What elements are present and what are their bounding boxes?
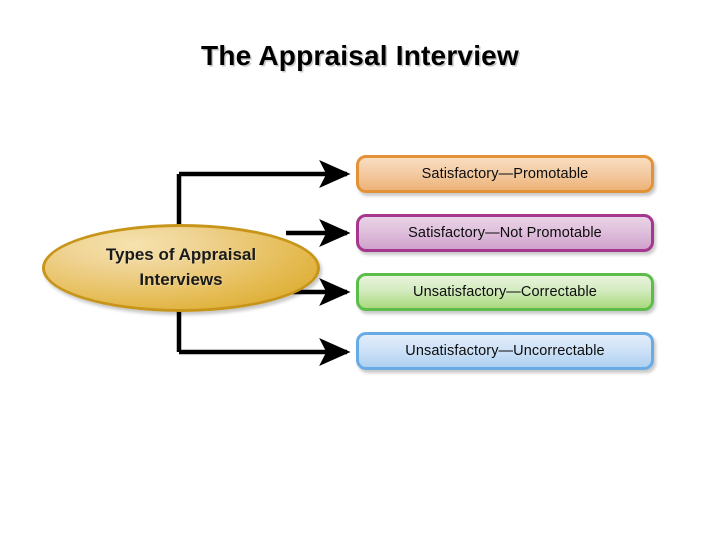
diagram-branch-node-satisfactory-not-promotable[interactable]: Satisfactory—Not Promotable [356, 214, 654, 252]
diagram-branch-node-unsatisfactory-correctable[interactable]: Unsatisfactory—Correctable [356, 273, 654, 311]
diagram-branch-label: Unsatisfactory—Uncorrectable [405, 343, 605, 359]
diagram-root-node[interactable]: Types of Appraisal Interviews [42, 224, 320, 312]
diagram-branch-label: Unsatisfactory—Correctable [413, 284, 597, 300]
diagram-branch-label: Satisfactory—Not Promotable [408, 225, 602, 241]
page-title: The Appraisal Interview [201, 40, 519, 71]
diagram-root-label: Types of Appraisal Interviews [105, 245, 257, 289]
diagram-branch-node-unsatisfactory-uncorrectable[interactable]: Unsatisfactory—Uncorrectable [356, 332, 654, 370]
diagram-branch-label: Satisfactory—Promotable [421, 166, 589, 182]
diagram-branch-node-satisfactory-promotable[interactable]: Satisfactory—Promotable [356, 155, 654, 193]
